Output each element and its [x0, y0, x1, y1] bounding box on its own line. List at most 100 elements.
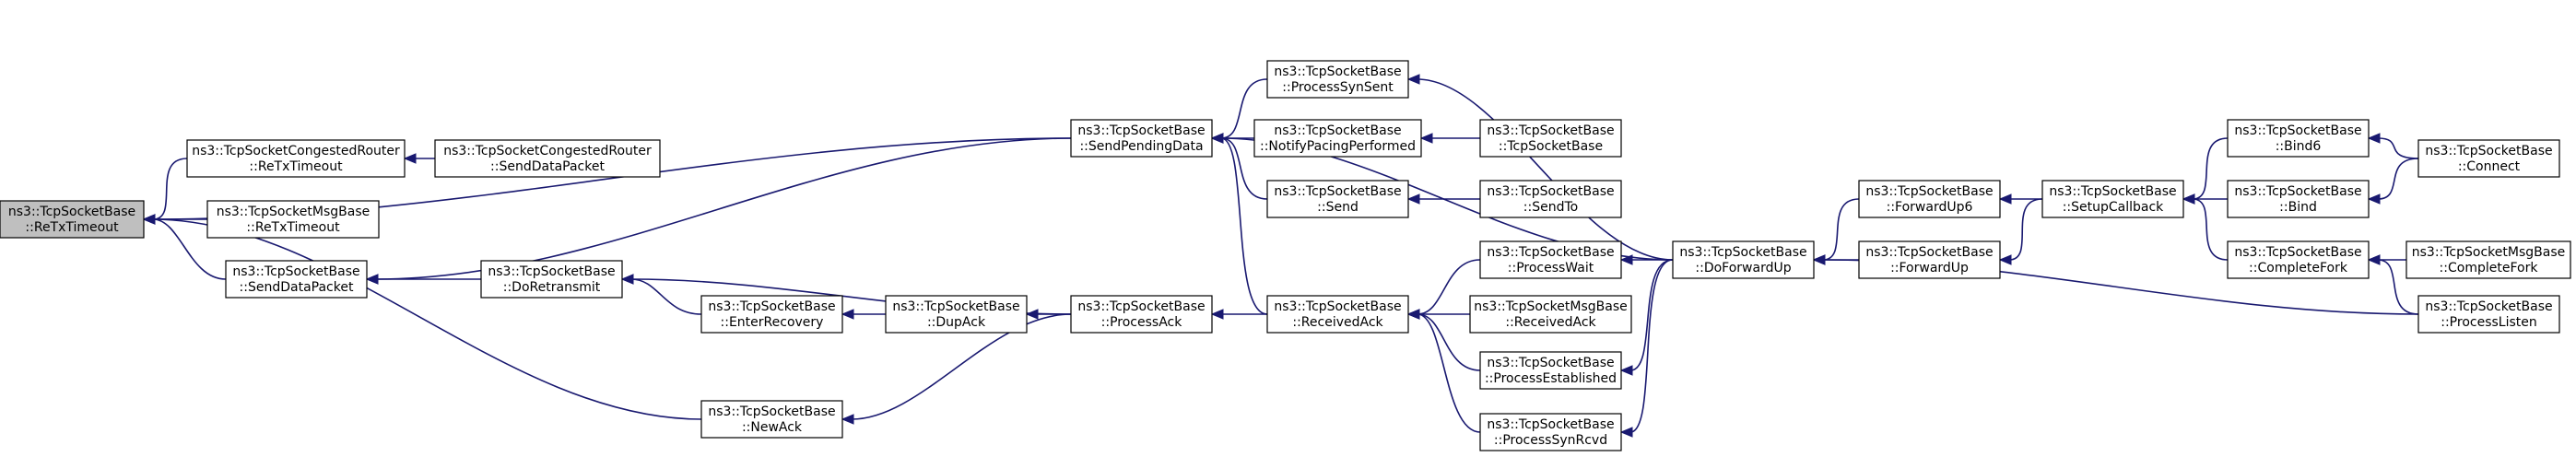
edge-newack-to-retx [152, 218, 702, 420]
arrowhead [1210, 309, 1224, 320]
node-box [1266, 60, 1409, 99]
node-label-line2: ::TcpSocketBase [1499, 139, 1603, 154]
node-box [2227, 119, 2370, 158]
node-box [225, 260, 368, 299]
node-label-line1: ns3::TcpSocketMsgBase [2412, 245, 2565, 260]
node-box [2405, 240, 2571, 279]
node-box [1479, 180, 1622, 218]
node-label-line1: ns3::TcpSocketBase [1487, 184, 1614, 199]
node-label-line2: ::ReTxTimeout [246, 220, 340, 235]
arrowhead [1406, 193, 1420, 205]
node-procsynrcvd[interactable]: ns3::TcpSocketBase::ProcessSynRcvd [1479, 413, 1622, 451]
node-msg_recvack[interactable]: ns3::TcpSocketMsgBase::ReceivedAck [1469, 295, 1632, 334]
node-notifypacing[interactable]: ns3::TcpSocketBase::NotifyPacingPerforme… [1253, 119, 1422, 158]
node-sendpending[interactable]: ns3::TcpSocketBase::SendPendingData [1070, 119, 1213, 158]
node-msg_retx[interactable]: ns3::TcpSocketMsgBase::ReTxTimeout [206, 200, 380, 239]
arrowhead [1619, 427, 1633, 438]
node-label-line1: ns3::TcpSocketBase [2234, 245, 2361, 260]
node-label-line1: ns3::TcpSocketCongestedRouter [192, 144, 400, 158]
node-label-line1: ns3::TcpSocketMsgBase [1474, 299, 1627, 314]
node-procsynsent[interactable]: ns3::TcpSocketBase::ProcessSynSent [1266, 60, 1409, 99]
edge-enterrec-to-doretrans [630, 278, 702, 315]
node-label-line2: ::SetupCallback [2063, 200, 2164, 215]
node-ctor[interactable]: ns3::TcpSocketBase::TcpSocketBase [1479, 119, 1622, 158]
node-box [0, 200, 145, 239]
node-label-line2: ::ReceivedAck [1505, 315, 1596, 330]
node-label-line2: ::Bind6 [2276, 139, 2322, 154]
node-recvack[interactable]: ns3::TcpSocketBase::ReceivedAck [1266, 295, 1409, 334]
arrowhead [841, 414, 854, 425]
node-label-line2: ::ProcessSynSent [1282, 80, 1394, 95]
node-enterrec[interactable]: ns3::TcpSocketBase::EnterRecovery [700, 295, 843, 334]
node-label-line1: ns3::TcpSocketBase [1274, 184, 1401, 199]
node-label-line1: ns3::TcpSocketBase [2234, 184, 2361, 199]
edge-bind6-to-setupcb [2192, 137, 2229, 200]
edge-procwait-to-recvack [1417, 259, 1481, 315]
node-proclisten[interactable]: ns3::TcpSocketBase::ProcessListen [2417, 295, 2560, 334]
node-box [1858, 180, 2001, 218]
node-label-line1: ns3::TcpSocketBase [2425, 299, 2552, 314]
node-label-line2: ::Connect [2458, 159, 2521, 174]
edge-proclisten-to-completefork [2377, 259, 2419, 315]
nodes-layer: ns3::TcpSocketBase::ReTxTimeoutns3::TcpS… [0, 60, 2571, 451]
node-sendto[interactable]: ns3::TcpSocketBase::SendTo [1479, 180, 1622, 218]
edge-procsynrcvd-to-recvack [1417, 313, 1481, 433]
edge-completefork-to-setupcb [2192, 198, 2229, 261]
node-cr_retx[interactable]: ns3::TcpSocketCongestedRouter::ReTxTimeo… [186, 139, 406, 178]
node-label-line2: ::SendDataPacket [240, 280, 354, 295]
node-box [1266, 295, 1409, 334]
node-label-line1: ns3::TcpSocketBase [1274, 64, 1401, 79]
node-box [885, 295, 1028, 334]
arrowhead [1419, 133, 1433, 144]
node-fwdup[interactable]: ns3::TcpSocketBase::ForwardUp [1858, 240, 2001, 279]
node-send[interactable]: ns3::TcpSocketBase::Send [1266, 180, 1409, 218]
node-box [1479, 351, 1622, 390]
edge-senddata-to-retx [152, 218, 227, 280]
node-label-line2: ::NotifyPacingPerformed [1260, 139, 1416, 154]
node-label-line1: ns3::TcpSocketBase [708, 299, 835, 314]
node-label-line2: ::EnterRecovery [721, 315, 824, 330]
node-senddata[interactable]: ns3::TcpSocketBase::SendDataPacket [225, 260, 368, 299]
node-label-line1: ns3::TcpSocketBase [1865, 245, 1993, 260]
node-msg_completefork[interactable]: ns3::TcpSocketMsgBase::CompleteFork [2405, 240, 2571, 279]
node-procest[interactable]: ns3::TcpSocketBase::ProcessEstablished [1479, 351, 1622, 390]
node-label-line1: ns3::TcpSocketBase [708, 404, 835, 419]
edge-fwdup6-to-dofwdup [1822, 198, 1860, 261]
edge-cr_retx-to-retx [152, 158, 188, 220]
edge-sendpending-to-senddata [375, 137, 1072, 280]
edge-dofwdup-to-procest [1629, 259, 1674, 371]
arrowhead [1619, 365, 1633, 376]
node-bind6[interactable]: ns3::TcpSocketBase::Bind6 [2227, 119, 2370, 158]
node-box [700, 295, 843, 334]
node-bind[interactable]: ns3::TcpSocketBase::Bind [2227, 180, 2370, 218]
node-box [434, 139, 661, 178]
node-label-line1: ns3::TcpSocketBase [1679, 245, 1806, 260]
node-label-line1: ns3::TcpSocketBase [232, 264, 359, 279]
node-label-line1: ns3::TcpSocketBase [8, 205, 135, 219]
node-completefork[interactable]: ns3::TcpSocketBase::CompleteFork [2227, 240, 2370, 279]
node-connect[interactable]: ns3::TcpSocketBase::Connect [2417, 139, 2560, 178]
node-dofwdup[interactable]: ns3::TcpSocketBase::DoForwardUp [1672, 240, 1815, 279]
node-label-line2: ::Bind [2279, 200, 2317, 215]
node-box [1266, 180, 1409, 218]
node-label-line1: ns3::TcpSocketBase [1274, 299, 1401, 314]
node-doretrans[interactable]: ns3::TcpSocketBase::DoRetransmit [480, 260, 623, 299]
node-box [2417, 139, 2560, 178]
node-fwdup6[interactable]: ns3::TcpSocketBase::ForwardUp6 [1858, 180, 2001, 218]
node-retx[interactable]: ns3::TcpSocketBase::ReTxTimeout [0, 200, 145, 239]
node-box [1479, 413, 1622, 451]
node-label-line1: ns3::TcpSocketBase [2425, 144, 2552, 158]
node-label-line1: ns3::TcpSocketBase [1077, 123, 1205, 138]
node-box [206, 200, 380, 239]
edge-connect-to-bind6 [2377, 137, 2419, 159]
node-setupcb[interactable]: ns3::TcpSocketBase::SetupCallback [2041, 180, 2184, 218]
node-cr_send[interactable]: ns3::TcpSocketCongestedRouter::SendDataP… [434, 139, 661, 178]
node-box [2417, 295, 2560, 334]
arrowhead [1406, 309, 1420, 320]
node-procwait[interactable]: ns3::TcpSocketBase::ProcessWait [1479, 240, 1622, 279]
node-procack[interactable]: ns3::TcpSocketBase::ProcessAck [1070, 295, 1213, 334]
arrowhead [2367, 254, 2381, 265]
node-newack[interactable]: ns3::TcpSocketBase::NewAck [700, 400, 843, 439]
node-dupack[interactable]: ns3::TcpSocketBase::DupAck [885, 295, 1028, 334]
